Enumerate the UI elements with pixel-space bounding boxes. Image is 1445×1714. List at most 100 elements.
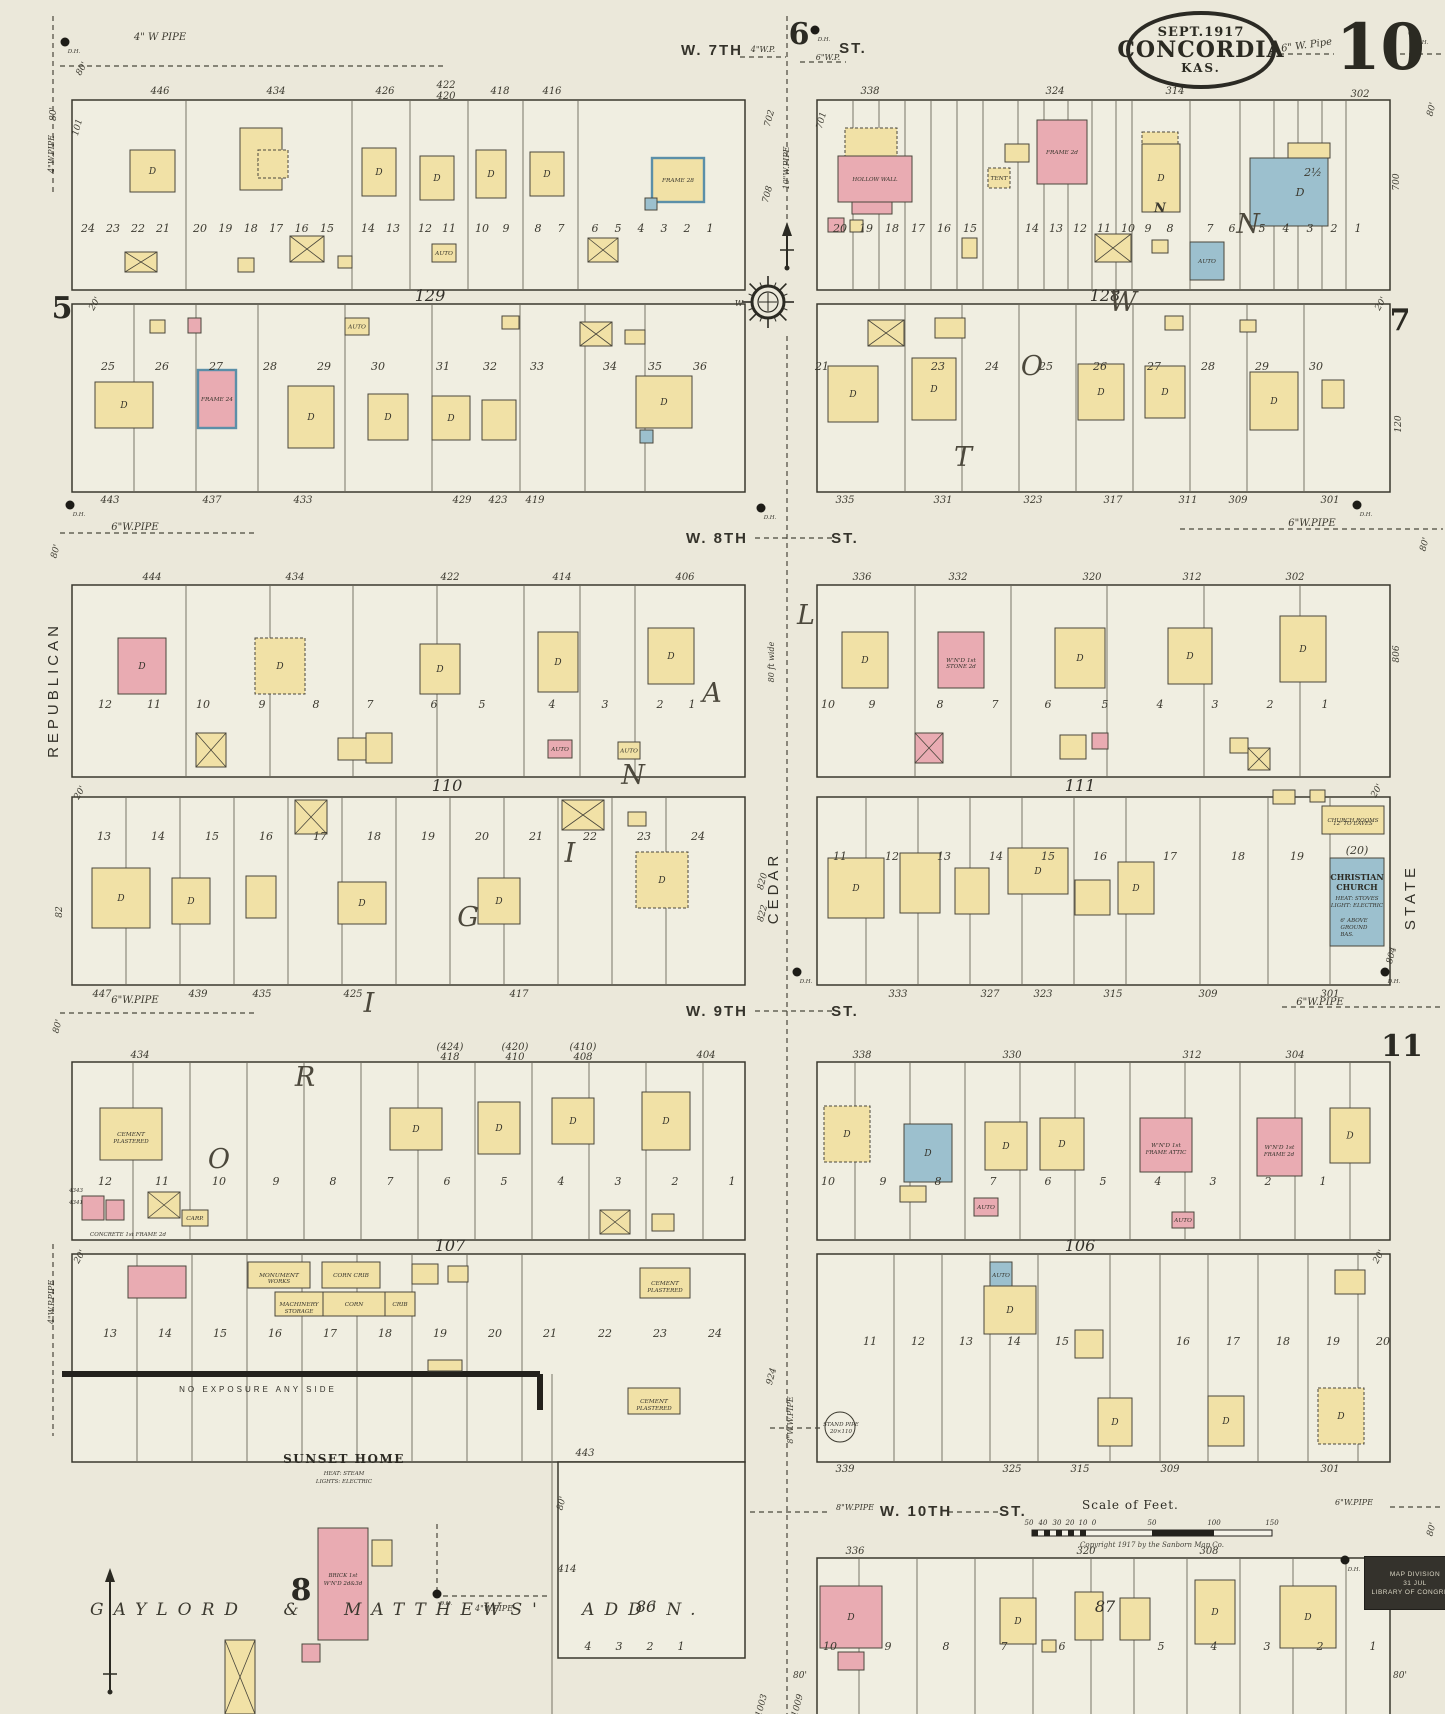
building-brace [1247, 747, 1271, 771]
map-text-bn: 128 [1090, 286, 1121, 305]
building-label: D [137, 662, 145, 672]
stand-pipe-icon [824, 1411, 856, 1443]
map-text-shn: SUNSET HOME [283, 1452, 405, 1466]
map-text-hn: 404 [695, 1050, 715, 1061]
building [447, 1265, 469, 1283]
map-text-dg: T [954, 442, 974, 473]
building [1287, 142, 1331, 159]
map-text-hn: 338 [860, 86, 879, 97]
building-d [999, 1597, 1037, 1645]
map-text-rm: 101 [71, 118, 85, 137]
building-label: W'N'D 1st [1265, 1145, 1295, 1151]
map-text-cht: 12' TO EAVES [1333, 821, 1373, 827]
map-text-hn: 443 [574, 1448, 594, 1459]
map-text-hn: 312 [1182, 572, 1201, 583]
building-label: CEMENT [117, 1132, 146, 1138]
lot-number: 19 [859, 222, 873, 235]
lot-number: 33 [530, 360, 544, 373]
lot-number: 11 [833, 850, 847, 863]
building-d [1144, 365, 1186, 419]
building-label: D [666, 652, 674, 662]
lot-number: 17 [911, 222, 925, 235]
building-monument [247, 1261, 311, 1289]
lot-number: 15 [963, 222, 977, 235]
map-text-rm: 804 [1385, 946, 1399, 965]
map-text-rm: 1003 [754, 1693, 770, 1714]
map-text-cht: HEAT: STEAM [323, 1471, 365, 1477]
scale-bar-segment [1032, 1530, 1038, 1536]
building-d [171, 877, 211, 925]
datum-marker [810, 25, 820, 35]
map-text-hn: 320 [1076, 1546, 1096, 1557]
building-label: D [842, 1130, 850, 1140]
building-label: D [1185, 652, 1193, 662]
map-text-hn: 422 [435, 80, 455, 91]
lot-number: 32 [483, 360, 497, 373]
lot-number: 15 [1041, 850, 1055, 863]
map-date: SEPT.1917 [1157, 24, 1245, 40]
lot-number: 6 [431, 698, 438, 711]
map-text-hn: 315 [1103, 989, 1122, 1000]
lot-number: 9 [273, 1175, 280, 1188]
lot-number: 23 [105, 222, 120, 235]
map-text-dg: A [699, 678, 722, 709]
building-d [1097, 1397, 1133, 1447]
map-text-lot: 2 [656, 698, 664, 711]
lot-number: 14 [989, 850, 1003, 863]
lot-number: 15 [205, 830, 219, 843]
compass-spike [778, 312, 787, 321]
lot-number: 8 [935, 1175, 942, 1188]
lot-number: 18 [244, 222, 258, 235]
lot-number: 4 [1282, 222, 1290, 235]
building-auto [547, 739, 573, 759]
map-text-sc: 0 [1092, 1519, 1097, 1527]
map-text-rm: 822 [756, 904, 770, 923]
building-label: AUTO [991, 1273, 1010, 1279]
lot-number: 2 [1330, 222, 1338, 235]
building [1119, 1597, 1151, 1641]
building-label: W'N'D 1st [946, 658, 976, 664]
lot-number: 4 [1154, 1175, 1162, 1188]
map-text-st: ST. [831, 1003, 859, 1020]
datum-marker [792, 967, 802, 977]
map-text-lot: 17 [1163, 850, 1177, 863]
map-text-cht: STAND PIPE [823, 1422, 859, 1428]
lot-number: 29 [316, 360, 331, 373]
building-d [477, 1101, 521, 1155]
scale-bar-segment [1056, 1530, 1062, 1536]
map-text-cht: 6' ABOVE [1340, 918, 1367, 924]
building-d [1207, 1395, 1245, 1447]
lot-number: 3 [602, 698, 609, 711]
lot-number: 3 [1307, 222, 1314, 235]
building-brace [867, 319, 905, 347]
map-text-vst: STATE [1402, 864, 1419, 930]
building-d [1077, 363, 1125, 421]
building [237, 257, 255, 273]
lot-number: 3 [1264, 1640, 1271, 1653]
building-d [91, 867, 151, 929]
map-text-hn: 418 [489, 86, 509, 97]
lot-number: 10 [1121, 222, 1135, 235]
building-label: D [1110, 1418, 1118, 1428]
building-label: FRAME 24 [200, 397, 233, 403]
building-label: AUTO [550, 747, 569, 753]
lot-number: 8 [943, 1640, 950, 1653]
map-text-vst: CEDAR [765, 852, 782, 925]
compass-spike [759, 282, 763, 288]
building [1164, 315, 1184, 331]
building-brace [914, 732, 944, 764]
building [639, 429, 654, 444]
north-arrow-icon [782, 222, 792, 236]
lot-number: 24 [690, 830, 705, 843]
building [501, 315, 520, 330]
building-label: D [1131, 884, 1139, 894]
map-text-adj: 5 [52, 291, 73, 326]
map-text-sc: 50 [1148, 1519, 1157, 1527]
lot-number: 9 [1145, 222, 1152, 235]
map-text-bn: 106 [1065, 1236, 1096, 1255]
building [849, 219, 864, 233]
lot-number: 12 [885, 850, 899, 863]
map-text-hn: 429 [451, 495, 472, 506]
lot-number: 16 [268, 1327, 282, 1340]
building-brace [579, 321, 613, 347]
